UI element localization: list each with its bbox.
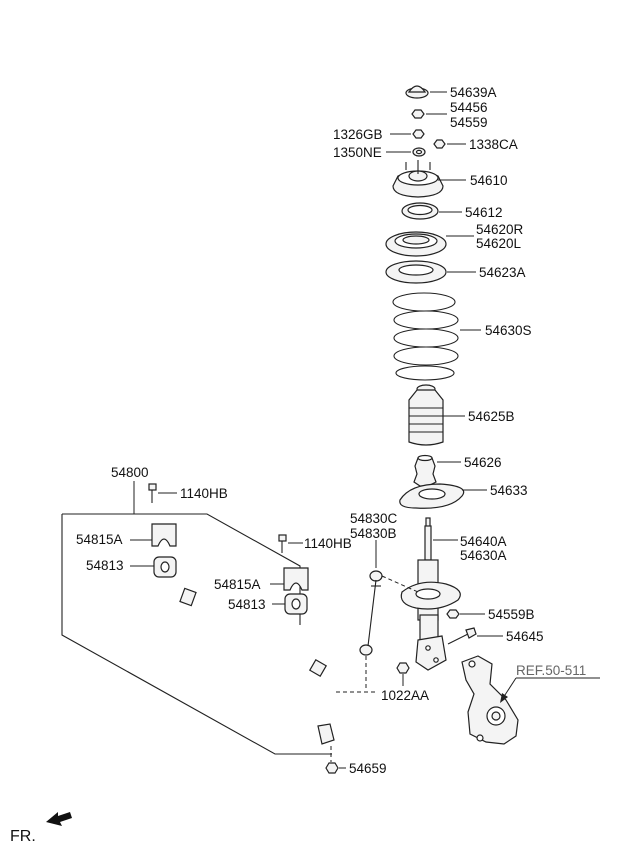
label-54620L: 54620L <box>476 236 522 251</box>
part-1140HB-bolt-a <box>148 483 177 503</box>
part-54815A-bracket-b <box>270 567 309 591</box>
label-54612: 54612 <box>465 205 503 220</box>
part-54626-bump-stop <box>413 454 461 487</box>
part-54830-stabilizer-link <box>359 540 419 690</box>
part-54620-spring-seat <box>385 231 474 257</box>
part-54625B-dust-cover <box>408 384 465 446</box>
part-54813-bushing-b <box>272 593 308 615</box>
part-1338CA-nut <box>433 139 466 149</box>
part-54559B-nut <box>446 609 485 619</box>
label-54559B: 54559B <box>488 607 535 622</box>
label-54630A: 54630A <box>460 548 507 563</box>
part-1140HB-bolt-b <box>278 534 303 553</box>
stabilizer-group-frame <box>61 481 332 755</box>
label-front: FR. <box>10 828 36 845</box>
part-54800-stabilizer-bar <box>73 587 376 745</box>
part-1022AA-nut <box>396 662 410 686</box>
part-54610-strut-mount <box>392 160 466 198</box>
label-ref-50-511: REF.50-511 <box>516 663 586 678</box>
ref-leader <box>500 677 600 703</box>
label-54830C: 54830C <box>350 511 398 526</box>
label-54813-a: 54813 <box>86 558 124 573</box>
label-54623A: 54623A <box>479 265 526 280</box>
part-54813-bushing-a <box>130 556 177 578</box>
part-1350NE-washer <box>386 147 426 157</box>
front-direction-arrow-icon <box>46 812 72 826</box>
label-1338CA: 1338CA <box>469 137 518 152</box>
label-1140HB-b: 1140HB <box>304 536 352 551</box>
part-1326GB-nut <box>390 129 425 139</box>
label-54640A: 54640A <box>460 534 507 549</box>
label-54559: 54559 <box>450 115 488 130</box>
label-1326GB: 1326GB <box>333 127 383 142</box>
label-1022AA: 1022AA <box>381 688 429 703</box>
part-54659-nut <box>325 746 346 774</box>
label-54815A-a: 54815A <box>76 532 123 547</box>
part-54815A-bracket-a <box>130 523 177 547</box>
part-54456-nut <box>411 109 447 119</box>
label-54625B: 54625B <box>468 409 515 424</box>
label-54456: 54456 <box>450 100 488 115</box>
label-54830B: 54830B <box>350 526 397 541</box>
label-54620R: 54620R <box>476 222 524 237</box>
part-54630S-coil-spring <box>392 292 481 381</box>
part-54640A-strut-assembly <box>400 517 461 671</box>
part-54612-bearing <box>401 202 462 220</box>
label-54630S: 54630S <box>485 323 532 338</box>
label-54639A: 54639A <box>450 85 497 100</box>
label-1140HB-a: 1140HB <box>180 486 228 501</box>
label-54610: 54610 <box>470 173 508 188</box>
label-54645: 54645 <box>506 629 544 644</box>
label-54800: 54800 <box>111 465 149 480</box>
part-54639A-cap <box>405 85 447 99</box>
label-54815A-b: 54815A <box>214 577 261 592</box>
part-54633-lower-spring-seat <box>399 483 487 509</box>
label-54633: 54633 <box>490 483 528 498</box>
steering-knuckle <box>461 655 519 745</box>
label-54659: 54659 <box>349 761 387 776</box>
label-54813-b: 54813 <box>228 597 266 612</box>
label-54626: 54626 <box>464 455 502 470</box>
part-54645-bolt <box>447 627 503 645</box>
label-1350NE: 1350NE <box>333 145 382 160</box>
part-54623A-spring-pad <box>385 260 476 284</box>
